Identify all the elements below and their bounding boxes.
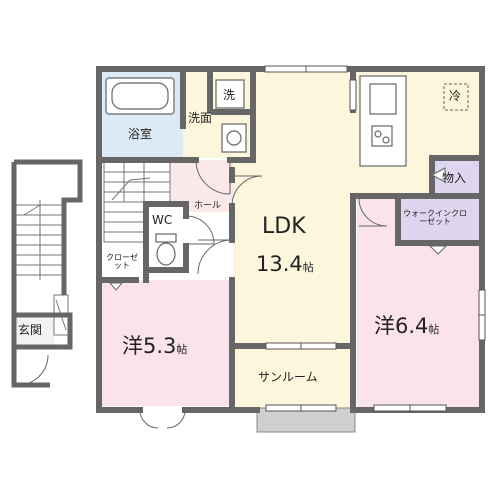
label-room-east: 洋6.4帖 — [374, 316, 439, 337]
floor-wic — [400, 198, 479, 243]
balcony — [256, 407, 356, 433]
label-storage: 物入 — [442, 171, 467, 185]
wash-basin — [221, 123, 247, 153]
label-fridge: 冷 — [449, 89, 462, 103]
ldk-size-value: 13.4 — [256, 252, 303, 276]
label-closet: クローゼット — [106, 253, 138, 271]
label-laundry: 洗 — [223, 88, 236, 102]
ldk-size-unit: 帖 — [302, 261, 314, 274]
floor-room-west — [102, 280, 232, 406]
label-ldk-name: LDK — [262, 214, 306, 239]
floor-sunroom — [233, 346, 353, 408]
label-bath: 浴室 — [128, 127, 153, 141]
label-hall: ホール — [194, 201, 222, 211]
room-east-unit: 帖 — [428, 323, 440, 336]
room-east-name: 洋 — [374, 314, 395, 338]
label-sunroom: サンルーム — [258, 370, 318, 384]
kitchen-counter — [359, 75, 407, 167]
room-west-unit: 帖 — [176, 343, 188, 356]
stairs-center — [103, 161, 171, 243]
toilet — [155, 233, 177, 266]
washing-machine — [215, 79, 245, 109]
floor-closet-west — [102, 250, 146, 280]
floors — [16, 72, 479, 433]
doors — [17, 159, 448, 429]
label-washroom: 洗面 — [188, 111, 213, 125]
label-entrance: 玄関 — [18, 323, 43, 337]
floor-entrance — [16, 315, 54, 347]
fridge-space — [443, 83, 469, 111]
label-wc: WC — [152, 213, 173, 227]
walls-annex — [11, 159, 83, 388]
windows — [264, 65, 486, 412]
label-room-west: 洋5.3帖 — [122, 336, 187, 357]
room-east-size: 6.4 — [395, 314, 429, 338]
room-west-size: 5.3 — [143, 334, 177, 358]
room-west-name: 洋 — [122, 334, 143, 358]
label-walk-in-closet: ウォークインクローゼット — [403, 209, 467, 227]
floor-porch — [18, 347, 50, 383]
label-ldk-size: 13.4帖 — [256, 254, 314, 275]
bathtub — [105, 77, 175, 115]
